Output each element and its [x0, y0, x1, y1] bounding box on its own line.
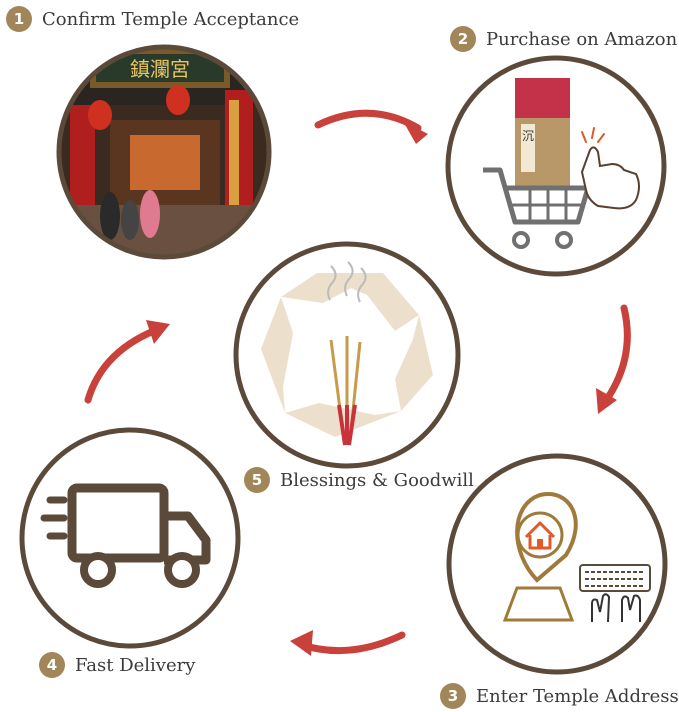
arrow-3-to-4	[290, 630, 402, 656]
shopping-cart-incense-icon: 沉	[448, 58, 664, 274]
arrow-2-to-3	[596, 308, 627, 414]
step-4-badge: 4	[39, 652, 65, 678]
step-3-badge: 3	[440, 683, 466, 709]
step-2: 2 Purchase on Amazon	[450, 26, 677, 52]
step-1-badge: 1	[6, 6, 32, 32]
step-5-badge: 5	[244, 467, 270, 493]
step-4: 4 Fast Delivery	[39, 652, 195, 678]
step-3: 3 Enter Temple Address	[440, 683, 679, 709]
step-1: 1 Confirm Temple Acceptance	[6, 6, 299, 32]
temple-photo-icon: 鎮瀾宮	[55, 45, 275, 260]
step-5: 5 Blessings & Goodwill	[244, 467, 474, 493]
svg-text:沉: 沉	[522, 129, 534, 143]
incense-sticks-icon	[236, 244, 458, 466]
delivery-truck-icon	[22, 430, 238, 646]
step-4-label: Fast Delivery	[75, 655, 195, 676]
step-2-badge: 2	[450, 26, 476, 52]
step-2-label: Purchase on Amazon	[486, 29, 677, 50]
step-5-label: Blessings & Goodwill	[280, 470, 474, 491]
step-1-label: Confirm Temple Acceptance	[42, 9, 299, 30]
arrow-1-to-2	[318, 113, 428, 144]
arrow-4-to-5	[88, 320, 170, 400]
map-pin-keyboard-icon	[449, 456, 665, 672]
step-3-label: Enter Temple Address	[476, 686, 679, 707]
svg-text:鎮瀾宮: 鎮瀾宮	[130, 57, 190, 81]
